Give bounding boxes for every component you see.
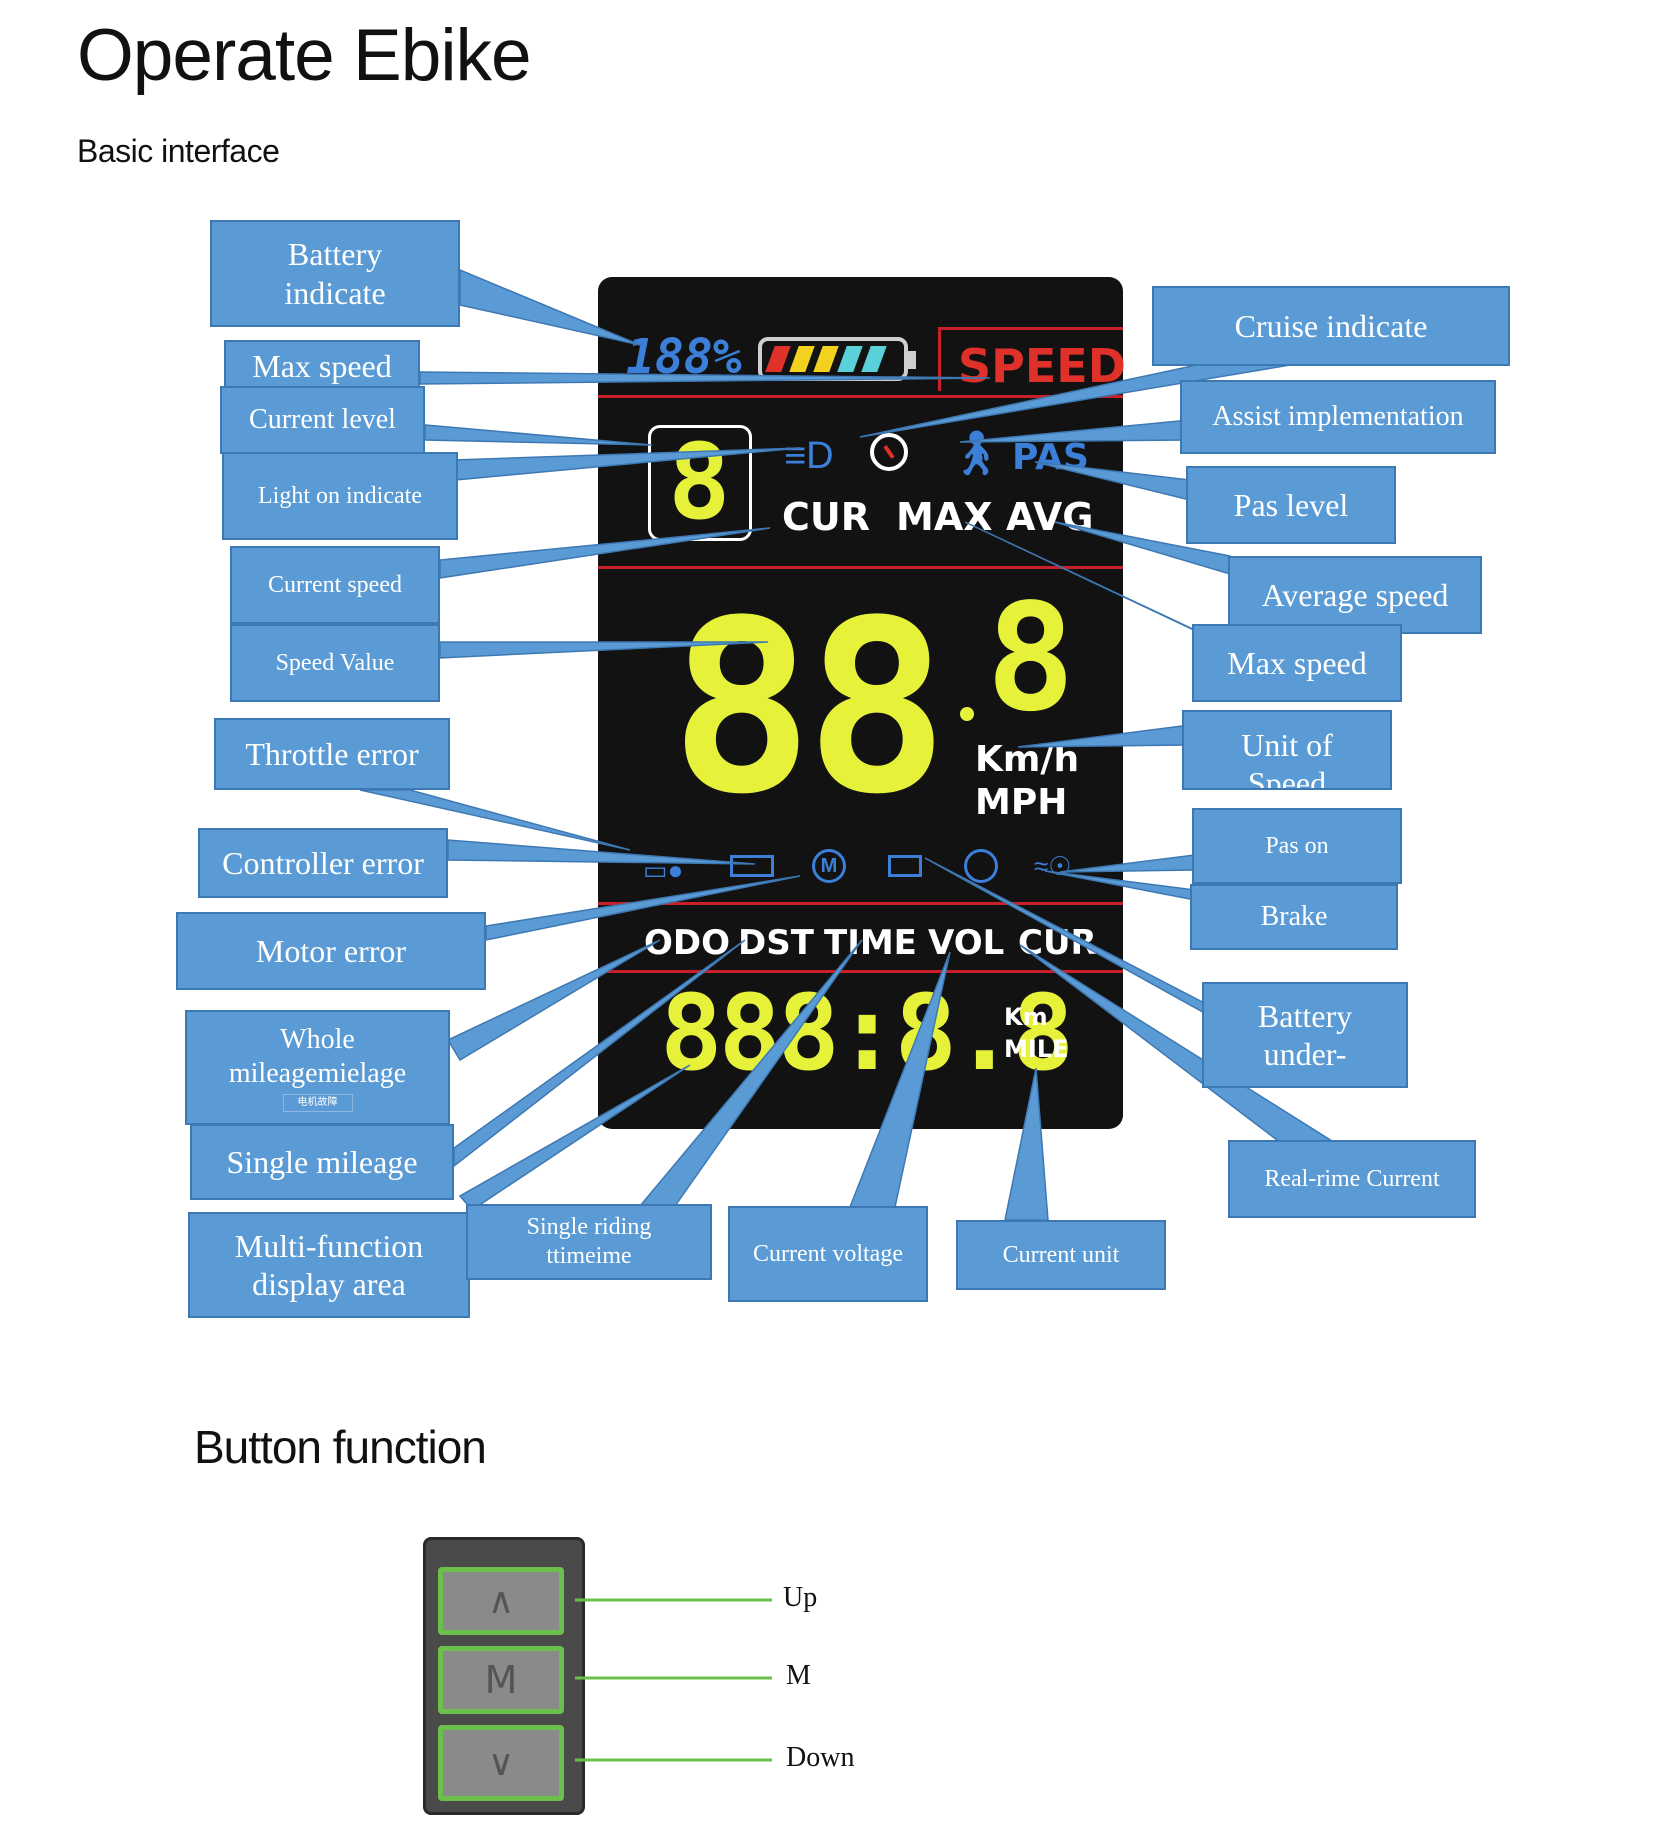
divider-2 xyxy=(598,566,1123,569)
callout-whole-mileage-text: Whole mileagemielage xyxy=(228,1023,407,1089)
callout-battery-under: Battery under- xyxy=(1202,982,1408,1088)
cruise-icon xyxy=(870,433,908,471)
max-label: MAX xyxy=(896,495,993,539)
dst-label: DST xyxy=(738,923,814,963)
odo-label: ODO xyxy=(644,923,731,963)
callout-average-speed: Average speed xyxy=(1228,556,1482,634)
m-letter-icon: M xyxy=(484,1658,518,1702)
callout-current-voltage: Current voltage xyxy=(728,1206,928,1302)
callout-current-speed: Current speed xyxy=(230,546,440,624)
callout-current-unit: Current unit xyxy=(956,1220,1166,1290)
down-button[interactable]: ∨ xyxy=(438,1725,564,1801)
callout-single-mileage: Single mileage xyxy=(190,1124,454,1200)
m-label: M xyxy=(786,1660,811,1691)
level-digit: 8 xyxy=(668,421,731,543)
callout-current-level: Current level xyxy=(220,386,425,454)
unit-mph: MPH xyxy=(975,782,1068,823)
page-title: Operate Ebike xyxy=(77,15,532,96)
speed-label-frame xyxy=(938,327,1123,391)
callout-whole-mileage: Whole mileagemielage 电机故障 xyxy=(185,1010,450,1125)
vol-label: VOL xyxy=(928,923,1005,963)
unit-mile: MILE xyxy=(1004,1035,1069,1063)
callout-single-riding: Single riding ttimeime xyxy=(466,1204,712,1280)
callout-max-speed-top: Max speed xyxy=(224,340,420,392)
controller-error-icon xyxy=(730,855,774,877)
up-button[interactable]: ∧ xyxy=(438,1567,564,1635)
level-box xyxy=(648,425,752,541)
callout-unit-of-speed: Unit of Speed xyxy=(1182,710,1392,790)
divider-3 xyxy=(598,902,1123,905)
callout-light-on: Light on indicate xyxy=(222,452,458,540)
motor-error-icon: M xyxy=(812,849,846,883)
chevron-up-icon: ∧ xyxy=(487,1580,515,1622)
callout-battery-indicate: Battery indicate xyxy=(210,220,460,327)
decimal-point xyxy=(960,707,974,721)
section-title: Button function xyxy=(194,1421,487,1473)
brake-icon xyxy=(964,849,998,883)
chevron-down-icon: ∨ xyxy=(487,1742,515,1784)
m-button[interactable]: M xyxy=(438,1646,564,1714)
callout-pas-on: Pas on xyxy=(1192,808,1402,884)
speed-decimal: 8 xyxy=(986,572,1076,744)
button-pad: ∧ M ∨ xyxy=(423,1537,585,1815)
light-icon: ≡D xyxy=(784,435,834,477)
up-label: Up xyxy=(783,1582,818,1613)
callout-cruise: Cruise indicate xyxy=(1152,286,1510,366)
down-label: Down xyxy=(786,1742,855,1773)
lcd-display: 188% SPEED 8 ≡D 🚶︎ PAS CUR MAX AVG 88 8 … xyxy=(598,277,1126,1129)
multi-digits: 888:8.8 xyxy=(660,972,1074,1094)
divider-1 xyxy=(598,395,1123,398)
callout-brake: Brake xyxy=(1190,884,1398,950)
time-label: TIME xyxy=(824,923,917,963)
divider-4 xyxy=(598,970,1123,973)
callout-controller-error: Controller error xyxy=(198,828,448,898)
callout-realtime-current: Real-rime Current xyxy=(1228,1140,1476,1218)
page-subtitle: Basic interface xyxy=(77,133,280,169)
walk-assist-icon: 🚶︎ xyxy=(948,429,1004,478)
speed-label: SPEED xyxy=(958,339,1126,393)
pas-on-icon: ≈☉ xyxy=(1034,851,1072,881)
unit-km: Km xyxy=(1004,1003,1048,1031)
cur-label: CUR xyxy=(782,495,871,539)
callout-pas-level: Pas level xyxy=(1186,466,1396,544)
avg-label: AVG xyxy=(1006,495,1094,539)
battery-under-icon xyxy=(888,855,922,877)
callout-max-speed-right: Max speed xyxy=(1192,624,1402,702)
speed-value: 88 xyxy=(670,570,949,847)
callout-speed-value: Speed Value xyxy=(230,624,440,702)
callout-throttle-error: Throttle error xyxy=(214,718,450,790)
callout-whole-mileage-small: 电机故障 xyxy=(282,1094,353,1113)
callout-assist: Assist implementation xyxy=(1180,380,1496,454)
callout-multi-function: Multi-function display area xyxy=(188,1212,470,1318)
callout-motor-error: Motor error xyxy=(176,912,486,990)
